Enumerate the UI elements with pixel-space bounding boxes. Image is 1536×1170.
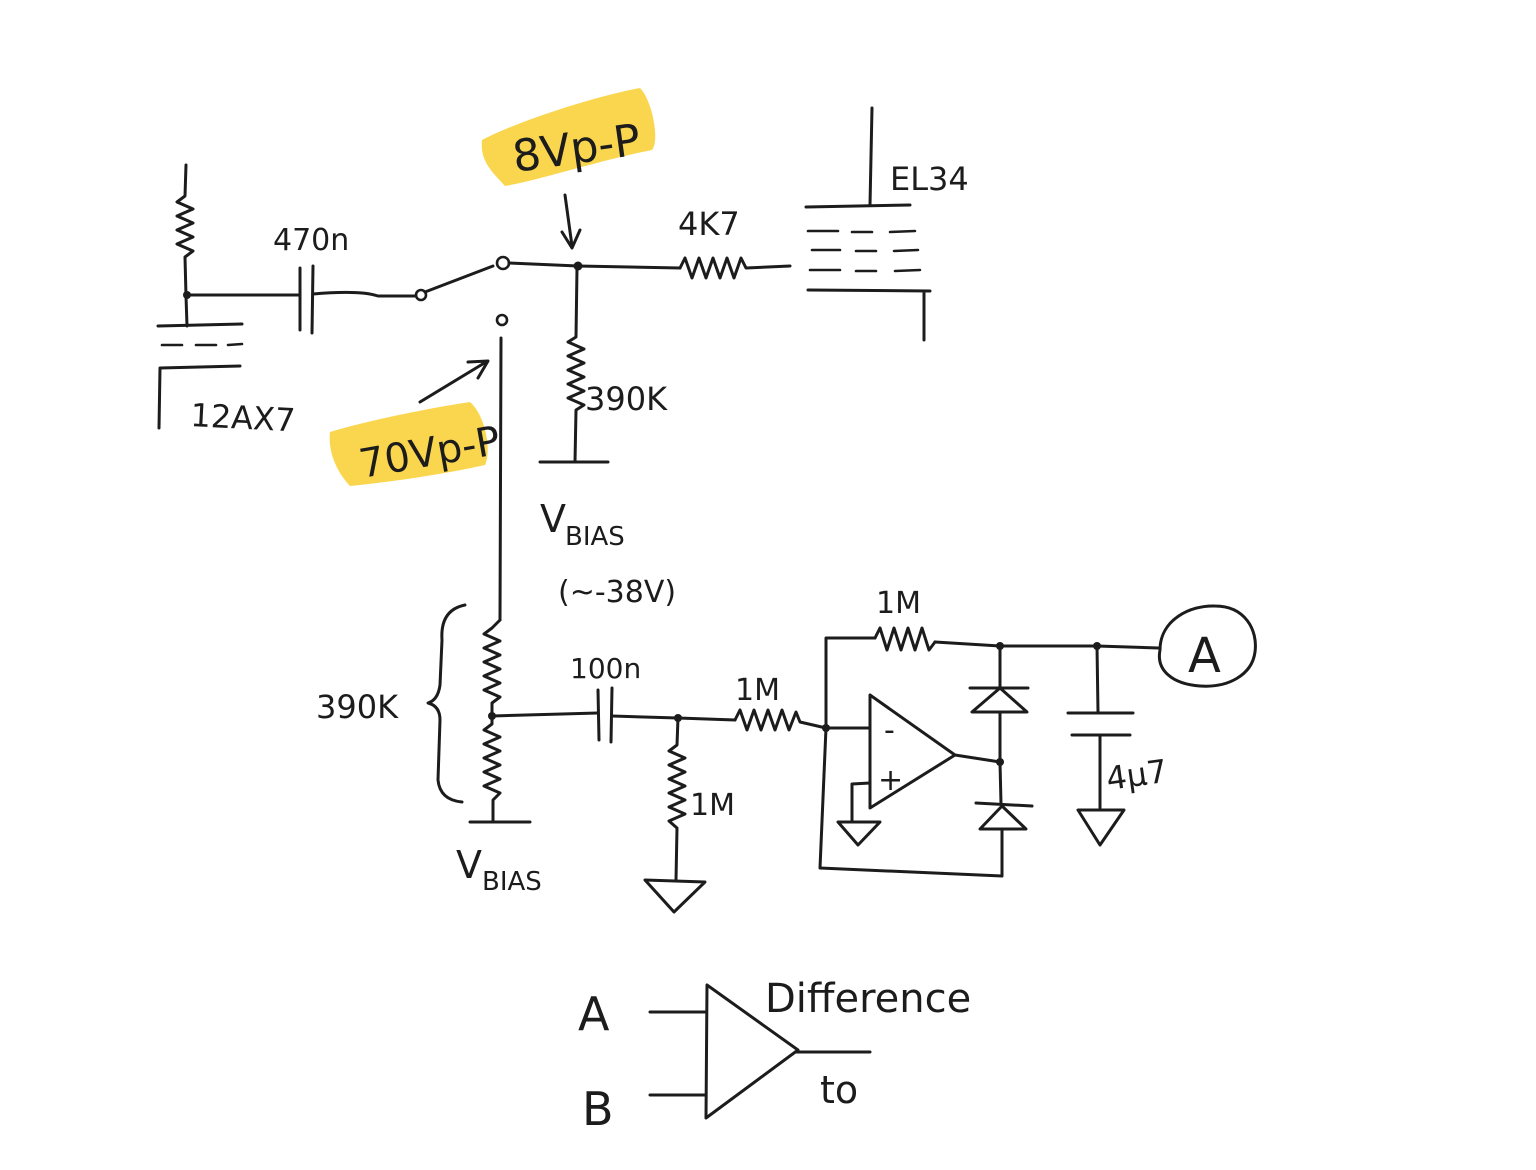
grid-stopper-label: 4K7: [678, 205, 740, 243]
bias-swing-arrow: [418, 359, 490, 404]
el34-grid-1: [806, 229, 917, 234]
output-node-label: A: [1188, 628, 1221, 684]
bias-value-label: (~-38V): [558, 575, 676, 610]
wire-cap-to-input-resistor: [610, 714, 737, 722]
bias-symbol-bottom: V: [456, 843, 482, 887]
bias-swing-highlight: [329, 402, 488, 486]
preamp-cathode: [157, 364, 242, 430]
signal-level-arrow: [560, 193, 582, 250]
output-rail: [933, 640, 1160, 650]
opamp-inverting-sign: -: [884, 713, 895, 748]
bottom-feedback-loop: [818, 726, 1004, 878]
bias-symbol-top: V: [540, 497, 566, 541]
ground-symbol-shunt: [643, 878, 707, 914]
difference-title: Difference: [765, 976, 971, 1022]
filter-cap: [1066, 644, 1135, 810]
signal-level-highlight: [481, 88, 656, 186]
grid-leak-label: 390K: [585, 380, 668, 418]
upper-diode: [968, 644, 1030, 764]
shunt-resistor: [667, 716, 687, 882]
ground-symbol-opamp: [836, 820, 882, 847]
el34-grid-3: [808, 268, 922, 273]
grid-leak-resistor: [566, 266, 586, 464]
el34-grid-2: [810, 248, 920, 253]
difference-input-a-label: A: [578, 987, 610, 1041]
output-node-circle: [1157, 604, 1257, 688]
feedback-wire-left: [824, 636, 877, 730]
coupling-cap-470n-label: 470n: [273, 223, 349, 258]
output-tube-label: EL34: [890, 160, 969, 198]
coupling-cap-470n: [298, 264, 315, 335]
opamp-body: [868, 693, 957, 810]
divider-lower-resistor: [482, 714, 502, 824]
wire-tap-to-cap: [490, 711, 600, 718]
plate-load-resistor: [175, 163, 195, 328]
switch-common-terminal: [414, 288, 428, 302]
lower-diode: [974, 760, 1034, 831]
output-tube: [804, 106, 932, 342]
grid-stopper-resistor: [678, 256, 792, 280]
feedback-resistor: [873, 626, 937, 652]
switch-arm: [423, 264, 495, 294]
wire-cap-to-switch: [311, 290, 418, 298]
preamp-tube-label: 12AX7: [190, 396, 297, 439]
coupling-cap-100n-label: 100n: [570, 652, 641, 685]
divider-brace: [426, 603, 467, 804]
switch-lower-contact: [495, 313, 509, 327]
feedback-resistor-label: 1M: [876, 586, 921, 621]
shunt-resistor-label: 1M: [690, 788, 735, 823]
difference-input-b-label: B: [582, 1082, 614, 1136]
wire-lower-contact-to-divider: [498, 336, 503, 622]
wire-switch-to-grid: [507, 261, 682, 270]
divider-label: 390K: [316, 688, 399, 726]
preamp-anode: [156, 322, 244, 328]
divider-upper-resistor: [482, 618, 502, 718]
el34-anode: [804, 203, 912, 209]
input-resistor-label: 1M: [735, 673, 780, 708]
el34-cathode: [806, 288, 932, 342]
wire-noninverting-to-ground: [850, 781, 872, 822]
preamp-tube: [156, 163, 244, 430]
bias-subscript-top: BIAS: [565, 522, 625, 552]
opamp-noninverting-sign: +: [878, 763, 903, 798]
el34-anode-lead: [868, 106, 874, 207]
preamp-grid: [160, 342, 244, 347]
opamp-output-wire: [953, 753, 1002, 764]
input-resistor: [733, 708, 828, 732]
switch-upper-contact: [495, 255, 511, 271]
difference-amp-body: [704, 983, 800, 1120]
ground-symbol-filter: [1076, 808, 1126, 847]
difference-output-label: to: [820, 1068, 858, 1112]
bias-subscript-bottom: BIAS: [482, 867, 542, 897]
coupling-cap-100n: [596, 686, 614, 744]
filter-cap-label: 4µ7: [1104, 752, 1170, 798]
